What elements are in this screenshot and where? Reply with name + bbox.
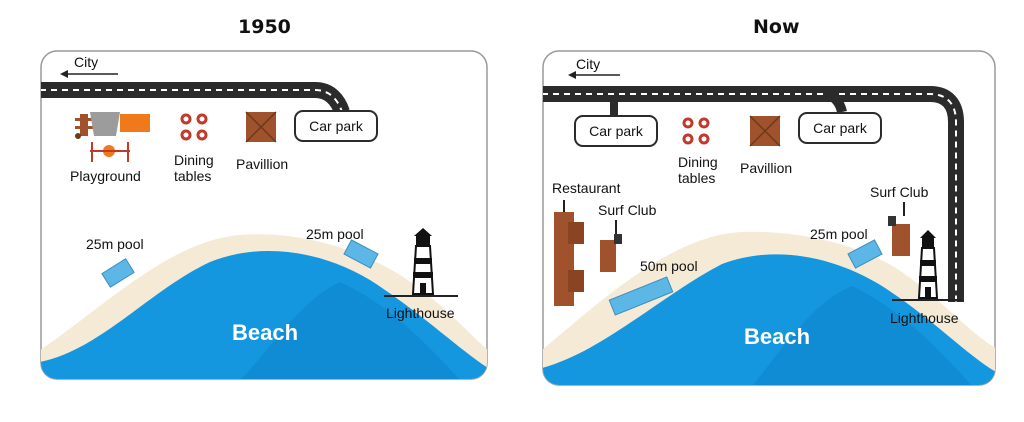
pool-25m-icon (847, 239, 883, 269)
lighthouse-label: Lighthouse (386, 305, 455, 321)
pool-left-icon (101, 258, 135, 288)
map-1950: City Playground Dining tables Pavillion … (40, 50, 488, 380)
pavilion-label: Pavillion (236, 156, 289, 172)
restaurant-icon (554, 200, 584, 306)
beach-label: Beach (232, 320, 299, 345)
pool-50m-icon (608, 276, 674, 316)
title-now: Now (753, 16, 800, 38)
lighthouse-label: Lighthouse (890, 310, 959, 326)
carpark-left-label: Car park (574, 115, 658, 147)
title-1950: 1950 (238, 16, 291, 38)
carpark-label: Car park (294, 110, 378, 142)
dining-tables-label: Dining tables (678, 154, 718, 186)
beach-label: Beach (744, 324, 811, 349)
city-arrowhead (60, 70, 68, 78)
pool-25m-label: 25m pool (810, 226, 868, 242)
lighthouse-icon (892, 230, 962, 301)
playground-icon (75, 112, 150, 162)
restaurant-label: Restaurant (552, 180, 621, 196)
playground-label: Playground (70, 168, 141, 184)
city-label: City (74, 54, 99, 70)
road-markings (543, 93, 957, 302)
road-markings (41, 89, 343, 113)
pool-right-label: 25m pool (306, 226, 364, 242)
pavilion-icon (245, 111, 277, 143)
road-spur-right (824, 89, 847, 114)
pool-left-label: 25m pool (86, 236, 144, 252)
pavilion-icon (749, 115, 781, 147)
road-spur-left (610, 98, 618, 116)
pavilion-label: Pavillion (740, 160, 793, 176)
pool-50m-label: 50m pool (640, 258, 698, 274)
dining-tables-icon (682, 117, 710, 145)
sea-shade (752, 286, 972, 385)
sea-shade (240, 282, 460, 379)
dining-tables-icon (180, 113, 208, 141)
surf-club-right-label: Surf Club (870, 184, 929, 200)
city-arrowhead (568, 71, 576, 79)
map-now: City Car park Dining tables Pavillion Ca… (542, 50, 996, 386)
surf-club-right-icon (888, 202, 910, 256)
surf-club-left-label: Surf Club (598, 202, 657, 218)
carpark-right-label: Car park (798, 112, 882, 144)
surf-club-left-icon (600, 220, 622, 272)
dining-tables-label: Dining tables (174, 152, 214, 184)
city-label: City (576, 56, 601, 72)
pool-right-icon (343, 239, 379, 269)
lighthouse-icon (384, 228, 458, 297)
